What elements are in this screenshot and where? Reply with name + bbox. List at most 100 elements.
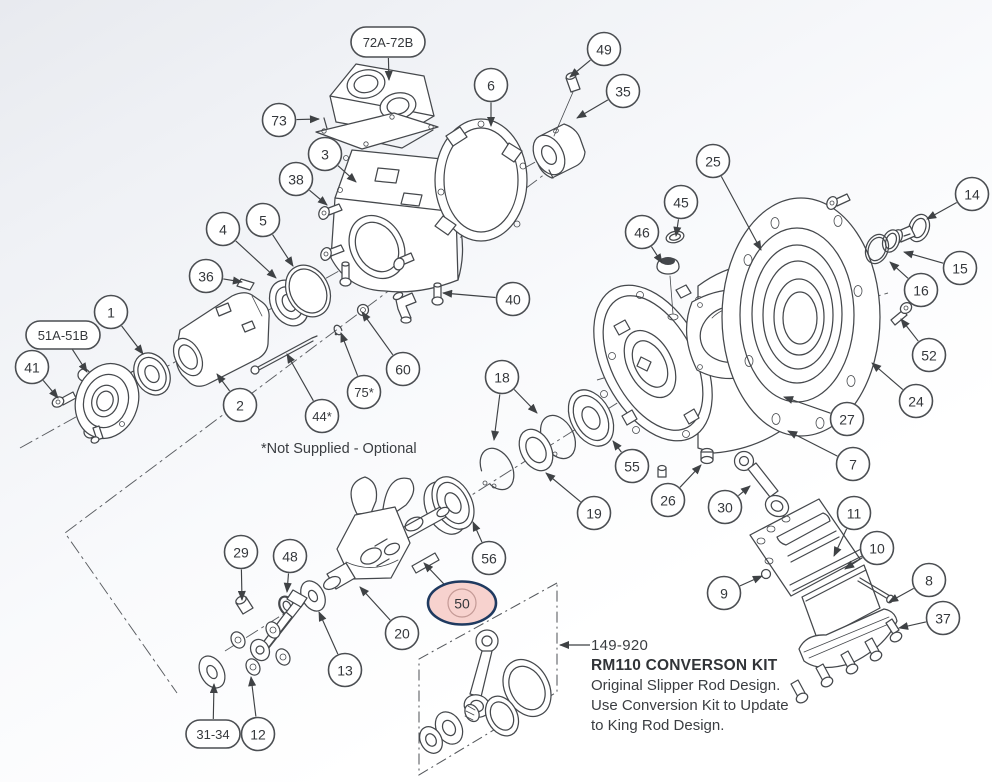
callout-52[interactable]: 52 bbox=[911, 337, 947, 373]
conversion-kit-note: 149-920 RM110 CONVERSON KIT Original Sli… bbox=[591, 636, 789, 736]
callout-24[interactable]: 24 bbox=[898, 383, 934, 419]
balloon-circle bbox=[859, 530, 895, 566]
callout-60[interactable]: 60 bbox=[385, 351, 421, 387]
callout-45[interactable]: 45 bbox=[663, 184, 699, 220]
callout-29[interactable]: 29 bbox=[223, 534, 259, 570]
leader-49 bbox=[569, 59, 591, 78]
elbow-fitting bbox=[392, 291, 417, 324]
balloon-label: 27 bbox=[839, 412, 855, 428]
spider-12 bbox=[230, 589, 308, 676]
key-36 bbox=[236, 278, 255, 291]
callout-46[interactable]: 46 bbox=[624, 214, 660, 250]
callout-6[interactable]: 6 bbox=[473, 67, 509, 103]
callout-37[interactable]: 37 bbox=[925, 600, 961, 636]
conversion-kit-box bbox=[418, 582, 558, 776]
balloon-label: 40 bbox=[505, 292, 521, 308]
callout-2[interactable]: 2 bbox=[222, 387, 258, 423]
balloon-circle bbox=[272, 538, 308, 574]
callout-15[interactable]: 15 bbox=[942, 250, 978, 286]
callout-41[interactable]: 41 bbox=[14, 349, 50, 385]
balloon-label: 26 bbox=[660, 493, 676, 509]
callout-75*[interactable]: 75* bbox=[346, 374, 382, 410]
callout-25[interactable]: 25 bbox=[695, 143, 731, 179]
callout-14[interactable]: 14 bbox=[954, 176, 990, 212]
callout-10[interactable]: 10 bbox=[859, 530, 895, 566]
balloon-circle bbox=[222, 387, 258, 423]
balloon-circle bbox=[304, 398, 340, 434]
leader-29 bbox=[237, 569, 246, 602]
leader-20 bbox=[359, 586, 391, 621]
balloon-label: 10 bbox=[869, 541, 885, 557]
callout-35[interactable]: 35 bbox=[605, 73, 641, 109]
cover-gasket bbox=[315, 112, 439, 150]
leader-13 bbox=[318, 611, 339, 655]
leader-72A-72B bbox=[384, 57, 393, 82]
callout-72A-72B[interactable]: 72A-72B bbox=[350, 26, 426, 58]
callout-12[interactable]: 12 bbox=[240, 716, 276, 752]
callout-19[interactable]: 19 bbox=[576, 495, 612, 531]
leader-73 bbox=[296, 115, 321, 124]
callout-51A-51B[interactable]: 51A-51B bbox=[25, 320, 101, 350]
balloon-label: 18 bbox=[494, 370, 510, 386]
balloon-circle bbox=[898, 383, 934, 419]
balloon-circle bbox=[278, 161, 314, 197]
kit-rings bbox=[419, 658, 552, 754]
leader-52 bbox=[900, 318, 919, 342]
leader-10 bbox=[844, 557, 863, 570]
kit-description-line: Original Slipper Rod Design. bbox=[591, 677, 781, 694]
callout-20[interactable]: 20 bbox=[384, 615, 420, 651]
callout-44*[interactable]: 44* bbox=[304, 398, 340, 434]
callout-16[interactable]: 16 bbox=[903, 272, 939, 308]
balloon-label: 3 bbox=[321, 147, 329, 163]
balloon-circle bbox=[223, 534, 259, 570]
callout-36[interactable]: 36 bbox=[188, 258, 224, 294]
callout-48[interactable]: 48 bbox=[272, 538, 308, 574]
callout-9[interactable]: 9 bbox=[706, 575, 742, 611]
bearing-flange-51 bbox=[74, 362, 142, 444]
bearing-1 bbox=[133, 352, 171, 396]
leader-51A-51B bbox=[71, 349, 88, 373]
callout-4[interactable]: 4 bbox=[205, 211, 241, 247]
valve-cover bbox=[323, 63, 435, 149]
kit-title: RM110 CONVERSON KIT bbox=[591, 657, 778, 674]
callout-50[interactable]: 50 bbox=[426, 580, 498, 626]
callout-73[interactable]: 73 bbox=[261, 102, 297, 138]
balloon-circle bbox=[484, 359, 520, 395]
callout-31-34[interactable]: 31-34 bbox=[185, 719, 241, 749]
leader-15 bbox=[903, 250, 944, 264]
balloon-pill bbox=[185, 719, 241, 749]
callout-7[interactable]: 7 bbox=[835, 446, 871, 482]
callout-18[interactable]: 18 bbox=[484, 359, 520, 395]
leader-26 bbox=[679, 464, 702, 488]
leader-55 bbox=[612, 440, 622, 453]
callout-56[interactable]: 56 bbox=[471, 540, 507, 576]
balloon-label: 50 bbox=[454, 596, 470, 612]
balloon-circle bbox=[614, 448, 650, 484]
callout-49[interactable]: 49 bbox=[586, 31, 622, 67]
balloon-label: 75* bbox=[354, 385, 374, 400]
callout-40[interactable]: 40 bbox=[495, 281, 531, 317]
leader-60 bbox=[361, 311, 394, 356]
callout-38[interactable]: 38 bbox=[278, 161, 314, 197]
balloon-circle bbox=[384, 615, 420, 651]
ball-9 bbox=[760, 568, 772, 580]
callout-26[interactable]: 26 bbox=[650, 482, 686, 518]
callout-3[interactable]: 3 bbox=[307, 136, 343, 172]
callout-55[interactable]: 55 bbox=[614, 448, 650, 484]
balloon-label: 20 bbox=[394, 626, 410, 642]
callout-5[interactable]: 5 bbox=[245, 202, 281, 238]
callout-27[interactable]: 27 bbox=[829, 401, 865, 437]
callout-1[interactable]: 1 bbox=[93, 294, 129, 330]
balloon-circle bbox=[911, 562, 947, 598]
valve-strips-10 bbox=[789, 547, 867, 592]
callout-8[interactable]: 8 bbox=[911, 562, 947, 598]
callout-30[interactable]: 30 bbox=[707, 489, 743, 525]
leader-46 bbox=[651, 246, 663, 264]
balloon-label: 55 bbox=[624, 459, 640, 475]
balloon-label: 11 bbox=[847, 506, 862, 522]
balloon-circle bbox=[836, 495, 872, 531]
balloon-label: 49 bbox=[596, 42, 612, 58]
bearing-55 bbox=[567, 389, 615, 447]
callout-13[interactable]: 13 bbox=[327, 652, 363, 688]
callout-11[interactable]: 11 bbox=[836, 495, 872, 531]
